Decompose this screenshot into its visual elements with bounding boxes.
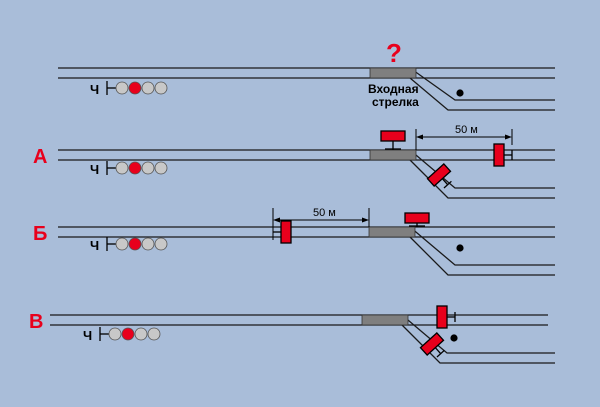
signal-lamp: [141, 237, 155, 251]
distance-marker: [272, 208, 370, 240]
stop-barrier-icon: [404, 212, 430, 227]
signal-lamp: [134, 327, 148, 341]
scenario-v: В Ч: [29, 305, 555, 364]
switch-label-line2: стрелка: [372, 95, 419, 109]
distance-marker: [415, 129, 513, 150]
switch-block: [369, 67, 417, 79]
signal-lamp-lit: [128, 161, 142, 175]
switch-point-dot: [456, 244, 464, 252]
tracks: [58, 67, 555, 111]
switch-label-line1: Входная: [368, 82, 419, 96]
signal-lamp: [115, 237, 129, 251]
question-mark: ?: [386, 38, 402, 68]
tracks: [50, 314, 555, 364]
signal-label: Ч: [90, 238, 99, 253]
traffic-signal-icon: Ч: [83, 327, 161, 343]
tracks: [58, 226, 555, 276]
distance-label: 50 м: [313, 207, 336, 219]
signal-lamp-lit: [121, 327, 135, 341]
scenario-b: Б 50 м Ч: [33, 207, 555, 276]
switch-block: [368, 226, 416, 238]
signal-lamp: [154, 237, 168, 251]
signal-lamp: [147, 327, 161, 341]
traffic-signal-icon: Ч: [90, 81, 168, 97]
distance-label: 50 м: [455, 124, 478, 136]
tracks: [58, 149, 555, 199]
scenario-top: ? Входная стрелка Ч: [58, 38, 555, 111]
signal-lamp: [108, 327, 122, 341]
signal-lamp-lit: [128, 237, 142, 251]
traffic-signal-icon: Ч: [90, 237, 168, 253]
stop-barrier-icon: [436, 305, 456, 329]
stop-barrier-icon: [273, 220, 292, 244]
scenario-a: А 50 м: [33, 124, 555, 199]
signal-lamp: [141, 161, 155, 175]
scenario-label-v: В: [29, 311, 43, 333]
signal-lamp-lit: [128, 81, 142, 95]
switch-block: [361, 314, 409, 326]
signal-lamp: [115, 81, 129, 95]
signal-lamp: [115, 161, 129, 175]
traffic-signal-icon: Ч: [90, 161, 168, 177]
switch-point-dot: [456, 89, 464, 97]
signal-lamp: [154, 161, 168, 175]
signal-label: Ч: [83, 328, 92, 343]
switch-block: [369, 149, 417, 161]
signal-label: Ч: [90, 82, 99, 97]
signal-lamp: [154, 81, 168, 95]
stop-barrier-icon: [493, 143, 513, 167]
scenario-label-b: Б: [33, 223, 47, 245]
stop-barrier-icon: [380, 130, 406, 150]
signal-label: Ч: [90, 162, 99, 177]
switch-point-dot: [450, 334, 458, 342]
scenario-label-a: А: [33, 146, 47, 168]
stop-barrier-icon: [419, 332, 445, 358]
stop-barrier-icon: [426, 163, 452, 189]
signal-lamp: [141, 81, 155, 95]
